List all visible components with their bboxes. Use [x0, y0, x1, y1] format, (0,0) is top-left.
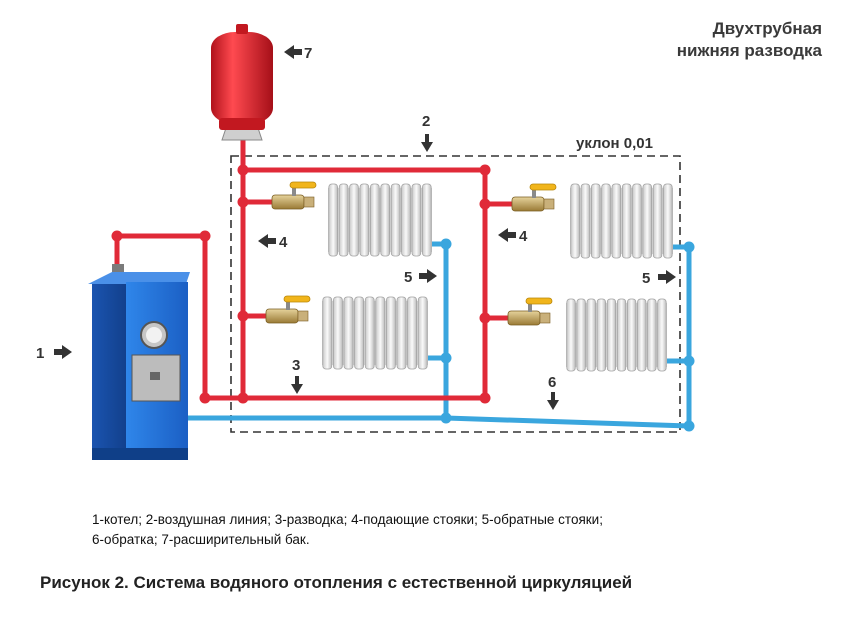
marker-6: 6 [548, 374, 556, 391]
radiator-section [343, 296, 354, 370]
title-line-2: нижняя разводка [676, 41, 822, 60]
valve-handle-icon [289, 181, 317, 189]
marker-4-right: 4 [519, 228, 528, 245]
radiator-section [586, 298, 596, 372]
radiator-section [411, 183, 422, 257]
boiler [88, 264, 190, 460]
return-joints [440, 238, 695, 432]
marker-5-left: 5 [404, 269, 412, 286]
radiator-section [576, 298, 586, 372]
legend: 1-котел; 2-воздушная линия; 3-разводка; … [92, 510, 792, 550]
marker-1: 1 [36, 345, 44, 362]
radiator-section [566, 298, 576, 372]
radiator-section [601, 183, 611, 259]
radiator-section [380, 183, 390, 257]
supply-joints [111, 164, 491, 404]
title-line-1: Двухтрубная [712, 19, 822, 38]
radiator-section [580, 183, 591, 259]
radiator-top-right [570, 183, 673, 259]
radiator-section [328, 183, 338, 257]
slope-label: уклон 0,01 [576, 135, 653, 152]
ball-valve [271, 181, 317, 210]
ball-valve [265, 295, 311, 324]
radiator-section [611, 183, 622, 259]
valve-handle-icon [283, 295, 311, 303]
radiator-section [627, 298, 637, 372]
diagram-title: Двухтрубная нижняя разводка [677, 18, 822, 62]
radiator-section [591, 183, 601, 259]
radiator-section [401, 183, 411, 257]
marker-3: 3 [292, 357, 300, 374]
radiator-top-left [328, 183, 432, 257]
marker-2: 2 [422, 113, 430, 130]
radiator-section [663, 183, 673, 259]
legend-line-1: 1-котел; 2-воздушная линия; 3-разводка; … [92, 512, 603, 527]
radiator-section [407, 296, 417, 370]
radiator-section [616, 298, 627, 372]
marker-5-right: 5 [642, 270, 650, 287]
radiator-section [359, 183, 370, 257]
radiator-section [596, 298, 606, 372]
radiator-section [632, 183, 642, 259]
radiator-section [396, 296, 407, 370]
radiator-section [642, 183, 652, 259]
radiator-section [652, 183, 663, 259]
air-line-frame [230, 155, 681, 433]
radiator-section [647, 298, 657, 372]
radiator-section [621, 183, 632, 259]
radiator-section [354, 296, 364, 370]
marker-arrows [54, 45, 676, 410]
radiator-section [364, 296, 375, 370]
radiator-section [657, 298, 667, 372]
radiator-section [333, 296, 343, 370]
ball-valve [511, 183, 557, 212]
valve-handle-icon [529, 183, 557, 191]
radiator-section [322, 296, 333, 370]
radiator-section [417, 296, 428, 370]
radiator-bottom-right [566, 298, 667, 372]
expansion-tank [211, 24, 273, 141]
figure-caption: Рисунок 2. Система водяного отопления с … [40, 573, 633, 592]
radiator-section [570, 183, 580, 259]
radiator-section [390, 183, 401, 257]
radiator-section [422, 183, 432, 257]
radiator-section [637, 298, 647, 372]
marker-7: 7 [304, 45, 312, 62]
radiator-section [349, 183, 359, 257]
radiator-bottom-left [322, 296, 428, 370]
legend-line-2: 6-обратка; 7-расширительный бак. [92, 532, 310, 547]
radiator-section [370, 183, 380, 257]
valve-handle-icon [525, 297, 553, 305]
ball-valve [507, 297, 553, 326]
radiator-section [375, 296, 386, 370]
radiator-section [338, 183, 349, 257]
radiator-section [386, 296, 396, 370]
marker-4-left: 4 [279, 234, 288, 251]
radiator-section [606, 298, 617, 372]
